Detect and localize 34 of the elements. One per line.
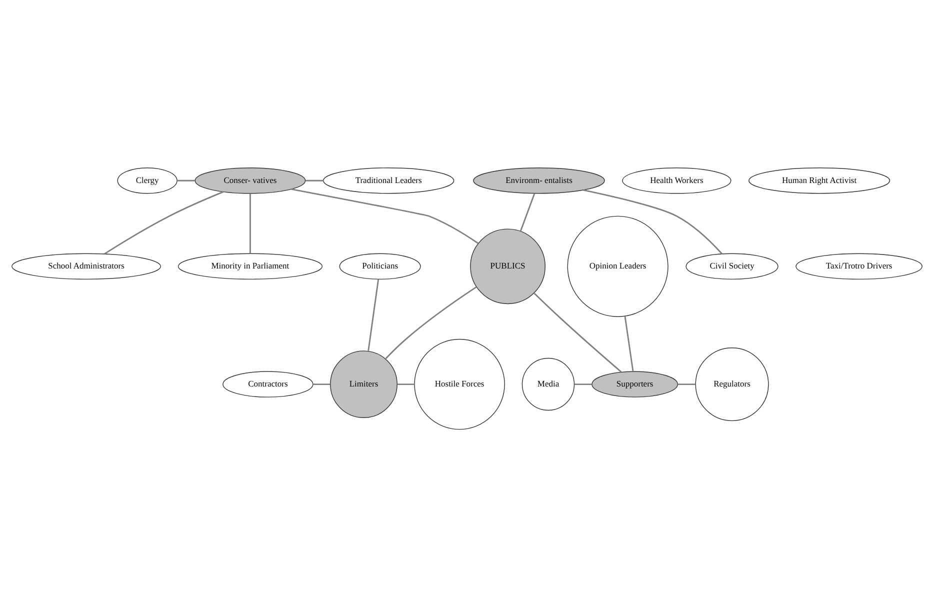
connector xyxy=(305,179,323,181)
connector xyxy=(519,192,535,231)
node-circle: PUBLICS xyxy=(470,228,545,304)
connector xyxy=(396,383,414,384)
node-circle: Regulators xyxy=(694,347,768,421)
node-ellipse: Taxi/Trotro Drivers xyxy=(795,252,922,280)
node-ellipse: Contractors xyxy=(222,370,313,397)
connector xyxy=(574,383,592,384)
connector xyxy=(176,179,194,181)
node-ellipse: Clergy xyxy=(116,167,177,194)
connector xyxy=(290,188,478,244)
node-ellipse: Conser- vatives xyxy=(194,167,306,194)
node-ellipse: Human Right Activist xyxy=(748,167,890,194)
node-circle: Media xyxy=(521,357,574,410)
connector xyxy=(533,292,622,372)
connector xyxy=(582,188,722,254)
connector xyxy=(384,286,476,359)
connector xyxy=(249,192,250,254)
node-circle: Hostile Forces xyxy=(414,338,504,430)
connector xyxy=(624,316,634,372)
connector xyxy=(312,383,330,384)
connector xyxy=(367,278,379,350)
node-ellipse: Minority in Parliament xyxy=(177,252,322,280)
node-ellipse: Traditional Leaders xyxy=(322,167,454,194)
node-ellipse: School Administrators xyxy=(11,252,161,280)
node-circle: Opinion Leaders xyxy=(566,215,668,316)
node-ellipse: Health Workers xyxy=(622,167,731,194)
node-circle: Limiters xyxy=(330,350,397,418)
node-ellipse: Supporters xyxy=(591,370,678,397)
connector xyxy=(677,383,695,384)
node-ellipse: Environm- entalists xyxy=(472,167,604,194)
connector xyxy=(103,190,224,254)
node-ellipse: Politicians xyxy=(338,252,420,280)
node-ellipse: Civil Society xyxy=(685,252,778,280)
